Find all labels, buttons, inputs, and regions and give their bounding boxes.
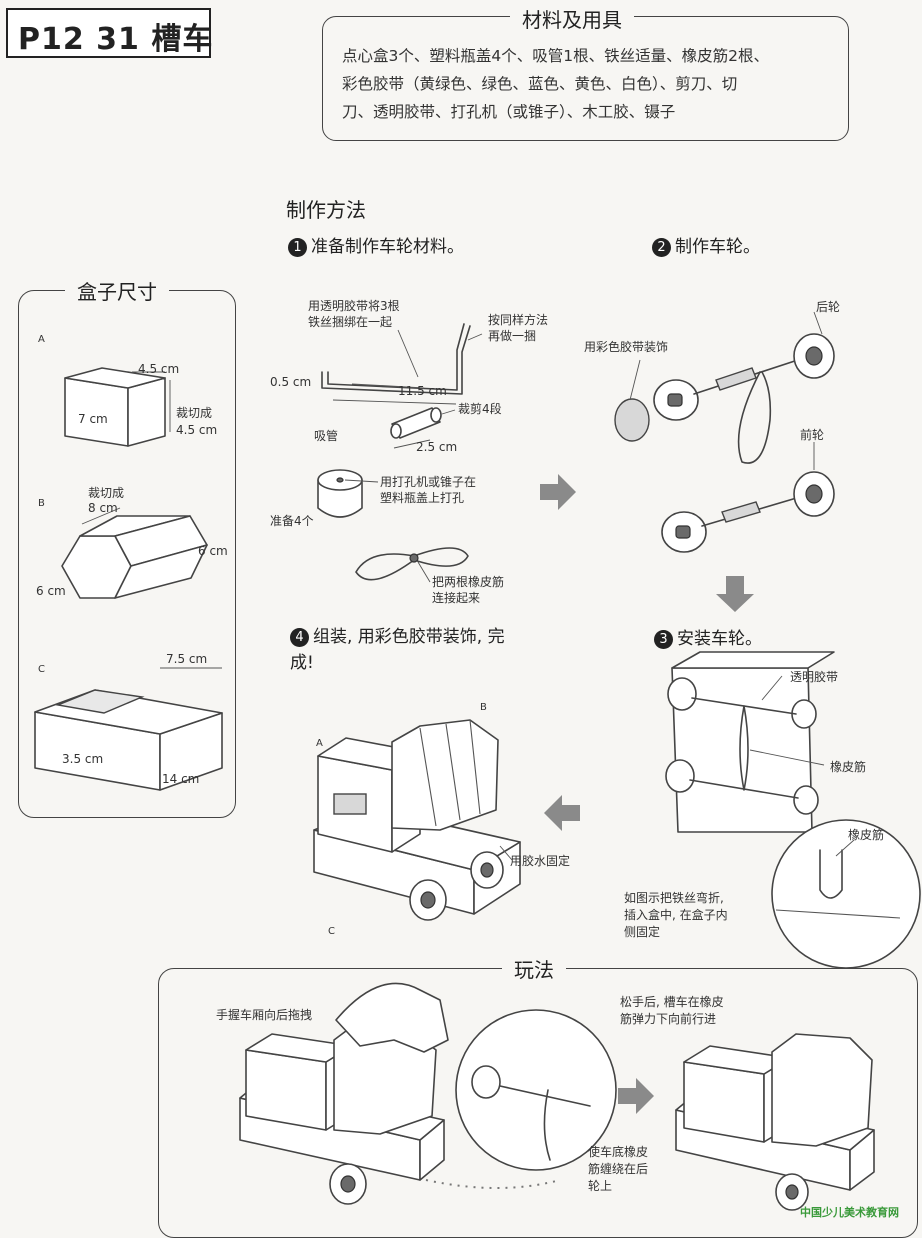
label-05cm: 0.5 cm xyxy=(270,375,312,389)
box-c-width: 7.5 cm xyxy=(166,652,208,666)
rear-axle xyxy=(614,311,835,464)
box-b-drawing xyxy=(61,507,208,599)
label-same-way: 按同样方法再做一捆 xyxy=(488,313,549,343)
box-a-width: 4.5 cm xyxy=(138,362,180,376)
materials-line-3: 刀、透明胶带、打孔机（或锥子）、木工胶、镊子 xyxy=(342,103,676,121)
play-truck-left xyxy=(239,982,449,1205)
play-release: 松手后, 槽车在橡皮筋弹力下向前行进 xyxy=(620,995,724,1026)
step-4-text-2: 成! xyxy=(290,653,314,673)
label-straw: 吸管 xyxy=(314,429,339,443)
materials-line-1: 点心盒3个、塑料瓶盖4个、吸管1根、铁丝适量、橡皮筋2根、 xyxy=(342,47,769,65)
step-4-badge: 4 xyxy=(290,628,309,647)
page-label: P12 31 槽车 xyxy=(18,22,214,57)
label-rubber-1: 橡皮筋 xyxy=(830,760,867,774)
play-title: 玩法 xyxy=(502,954,566,983)
chassis-box xyxy=(665,651,835,833)
box-c-drawing xyxy=(34,667,223,791)
label-deco: 用彩色胶带装饰 xyxy=(584,340,669,354)
label-bend: 如图示把铁丝弯折,插入盒中, 在盒子内侧固定 xyxy=(624,891,728,939)
assembled-truck xyxy=(313,719,521,921)
play-detail-circle xyxy=(455,1009,617,1171)
play-wind: 使车底橡皮筋缠绕在后轮上 xyxy=(588,1145,649,1193)
wire-bundle xyxy=(321,323,483,405)
arrow-play xyxy=(618,1078,654,1114)
box-a-height: 7 cm xyxy=(78,412,108,426)
bottle-cap xyxy=(317,469,379,518)
box-c-length: 14 cm xyxy=(162,772,200,786)
label-rubber-2: 橡皮筋 xyxy=(848,828,885,842)
box-b-cut: 裁切成 xyxy=(88,486,125,500)
step-2-badge: 2 xyxy=(652,238,671,257)
label-prep4: 准备4个 xyxy=(270,514,314,528)
detail-circle xyxy=(771,819,921,969)
label-truck-b: B xyxy=(480,702,487,713)
step-2-text: 制作车轮。 xyxy=(675,237,760,257)
box-b-letter: B xyxy=(38,498,45,509)
step-3-badge: 3 xyxy=(654,630,673,649)
materials-title: 材料及用具 xyxy=(510,4,634,33)
label-punch: 用打孔机或锥子在塑料瓶盖上打孔 xyxy=(380,475,477,505)
front-axle xyxy=(661,442,835,553)
step-4-text-1: 组装, 用彩色胶带装饰, 完 xyxy=(313,627,505,647)
rubber-bands xyxy=(355,547,469,583)
dotted-path xyxy=(425,1179,561,1189)
step-1-badge: 1 xyxy=(288,238,307,257)
label-25cm: 2.5 cm xyxy=(416,440,458,454)
box-b-side-2: 6 cm xyxy=(36,584,66,598)
play-pull: 手握车厢向后拖拽 xyxy=(216,1008,313,1022)
box-b-side-1: 6 cm xyxy=(198,544,228,558)
step-3-text: 安装车轮。 xyxy=(677,629,762,649)
label-115cm: 11.5 cm xyxy=(398,384,447,398)
arrow-right xyxy=(540,474,576,510)
box-a-drawing xyxy=(64,367,171,447)
box-a-letter: A xyxy=(38,334,45,345)
method-title: 制作方法 xyxy=(286,198,366,222)
step-1-text: 准备制作车轮材料。 xyxy=(311,237,464,257)
box-c-letter: C xyxy=(38,664,45,675)
label-truck-a: A xyxy=(316,738,323,749)
box-c-height: 3.5 cm xyxy=(62,752,104,766)
box-b-length: 8 cm xyxy=(88,501,118,515)
label-front-wheel: 前轮 xyxy=(800,428,825,442)
play-truck-right xyxy=(675,1033,875,1211)
label-clear-tape: 透明胶带 xyxy=(790,670,839,684)
arrow-down xyxy=(716,576,754,612)
label-wire-tape: 用透明胶带将3根铁丝捆绑在一起 xyxy=(308,299,400,329)
straw xyxy=(390,407,456,449)
label-glue: 用胶水固定 xyxy=(510,854,571,868)
label-truck-c: C xyxy=(328,926,335,937)
page-label-box: P12 31 槽车 xyxy=(6,8,214,58)
label-rear-wheel: 后轮 xyxy=(816,300,841,314)
arrow-left xyxy=(544,795,580,831)
materials-line-2: 彩色胶带（黄绿色、绿色、蓝色、黄色、白色）、剪刀、切 xyxy=(342,75,738,93)
watermark: 中国少儿美术教育网 xyxy=(800,1206,899,1219)
box-sizes-title: 盒子尺寸 xyxy=(65,276,169,305)
label-rubber-connect: 把两根橡皮筋连接起来 xyxy=(432,575,505,605)
label-cut4: 裁剪4段 xyxy=(458,402,502,416)
